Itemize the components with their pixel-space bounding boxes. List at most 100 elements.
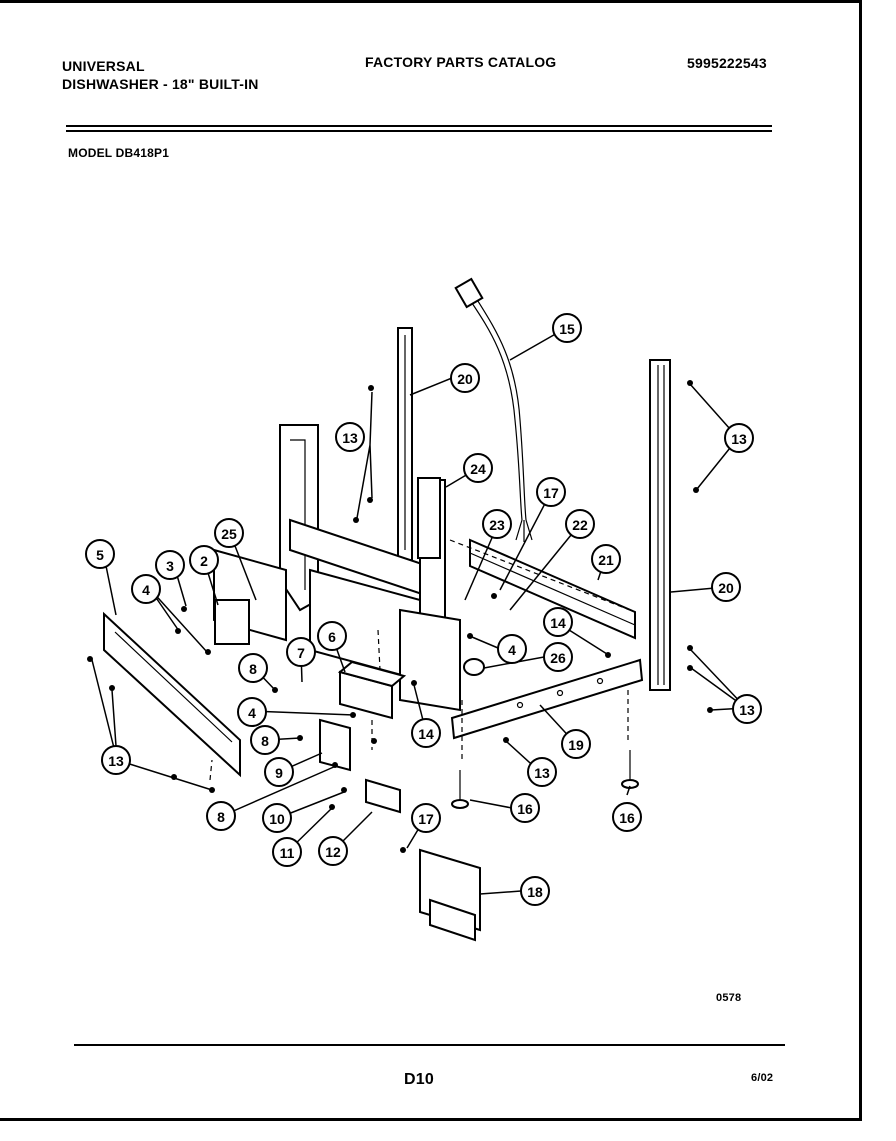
callout-12: 12 (318, 836, 348, 866)
rail-21 (469, 538, 636, 640)
callout-15: 15 (552, 313, 582, 343)
svg-text:13: 13 (108, 753, 124, 769)
callout-17b: 17 (411, 803, 441, 833)
callout-14a: 14 (543, 607, 573, 637)
callout-13b: 13 (724, 423, 754, 453)
svg-text:6: 6 (328, 629, 336, 645)
callout-19: 19 (561, 729, 591, 759)
bracket-24 (417, 477, 441, 559)
callout-6: 6 (317, 621, 347, 651)
drawing-code: 0578 (716, 992, 742, 1004)
svg-text:5: 5 (96, 547, 104, 563)
callout-3: 3 (155, 550, 185, 580)
callout-23: 23 (482, 509, 512, 539)
page-border-top (0, 0, 862, 3)
svg-text:18: 18 (527, 884, 543, 900)
header-rule-bottom (66, 130, 772, 132)
rail-5 (103, 611, 241, 778)
catalog-title: FACTORY PARTS CATALOG (365, 54, 557, 70)
callout-11: 11 (272, 837, 302, 867)
callout-20b: 20 (711, 572, 741, 602)
callout-4c: 4 (497, 634, 527, 664)
callout-14b: 14 (411, 718, 441, 748)
svg-text:9: 9 (275, 765, 283, 781)
callout-4b: 4 (237, 697, 267, 727)
svg-text:26: 26 (550, 650, 566, 666)
svg-text:10: 10 (269, 811, 285, 827)
svg-text:4: 4 (248, 705, 256, 721)
callout-13a: 13 (335, 422, 365, 452)
svg-text:4: 4 (508, 642, 516, 658)
brand-title: UNIVERSAL (62, 58, 145, 74)
callout-16a: 16 (510, 793, 540, 823)
callout-8b: 8 (250, 725, 280, 755)
svg-text:4: 4 (142, 582, 150, 598)
svg-text:17: 17 (543, 485, 559, 501)
grommet-26 (463, 658, 485, 676)
callout-7: 7 (286, 637, 316, 667)
power-cord (454, 277, 533, 542)
svg-text:16: 16 (517, 801, 533, 817)
svg-text:15: 15 (559, 321, 575, 337)
page-border-bottom (0, 1118, 862, 1121)
housing-6 (337, 660, 407, 720)
rail-19 (450, 658, 644, 740)
switch-12 (365, 778, 401, 814)
callout-13c: 13 (732, 694, 762, 724)
svg-text:13: 13 (731, 431, 747, 447)
svg-text:21: 21 (598, 552, 614, 568)
callout-25: 25 (214, 518, 244, 548)
svg-text:20: 20 (718, 580, 734, 596)
svg-text:3: 3 (166, 558, 174, 574)
catalog-number: 5995222543 (687, 55, 767, 71)
callout-26: 26 (543, 642, 573, 672)
footer-date: 6/02 (751, 1072, 774, 1084)
callout-16b: 16 (612, 802, 642, 832)
valve-18 (419, 848, 481, 942)
page-border-right (859, 0, 862, 1121)
callout-2: 2 (189, 545, 219, 575)
svg-text:13: 13 (342, 430, 358, 446)
page-code: D10 (404, 1071, 434, 1088)
callout-24: 24 (463, 453, 493, 483)
svg-text:22: 22 (572, 517, 588, 533)
bracket-2 (214, 599, 250, 645)
header-rule-top (66, 125, 772, 127)
svg-text:8: 8 (217, 809, 225, 825)
callout-10: 10 (262, 803, 292, 833)
callout-9: 9 (264, 757, 294, 787)
callout-18: 18 (520, 876, 550, 906)
callout-13e: 13 (101, 745, 131, 775)
callout-13d: 13 (527, 757, 557, 787)
svg-text:13: 13 (739, 702, 755, 718)
callout-5: 5 (85, 539, 115, 569)
callout-20a: 20 (450, 363, 480, 393)
svg-text:14: 14 (418, 726, 434, 742)
left-upright-rail (397, 327, 413, 561)
svg-text:25: 25 (221, 526, 237, 542)
svg-text:20: 20 (457, 371, 473, 387)
svg-text:24: 24 (470, 461, 486, 477)
callout-8a: 8 (238, 653, 268, 683)
model-label: MODEL DB418P1 (68, 146, 170, 160)
svg-text:12: 12 (325, 844, 341, 860)
switch-9 (319, 718, 351, 772)
svg-text:8: 8 (261, 733, 269, 749)
svg-text:19: 19 (568, 737, 584, 753)
right-upright-rail (649, 359, 671, 691)
svg-text:11: 11 (280, 845, 295, 861)
svg-text:13: 13 (534, 765, 550, 781)
assembly-lines (209, 539, 636, 781)
callout-21: 21 (591, 544, 621, 574)
svg-text:17: 17 (418, 811, 434, 827)
callout-17a: 17 (536, 477, 566, 507)
callout-22: 22 (565, 509, 595, 539)
footer-rule (74, 1044, 785, 1046)
callout-4a: 4 (131, 574, 161, 604)
callout-8c: 8 (206, 801, 236, 831)
svg-text:7: 7 (297, 645, 305, 661)
svg-text:23: 23 (489, 517, 505, 533)
svg-text:2: 2 (200, 553, 208, 569)
svg-text:16: 16 (619, 810, 635, 826)
